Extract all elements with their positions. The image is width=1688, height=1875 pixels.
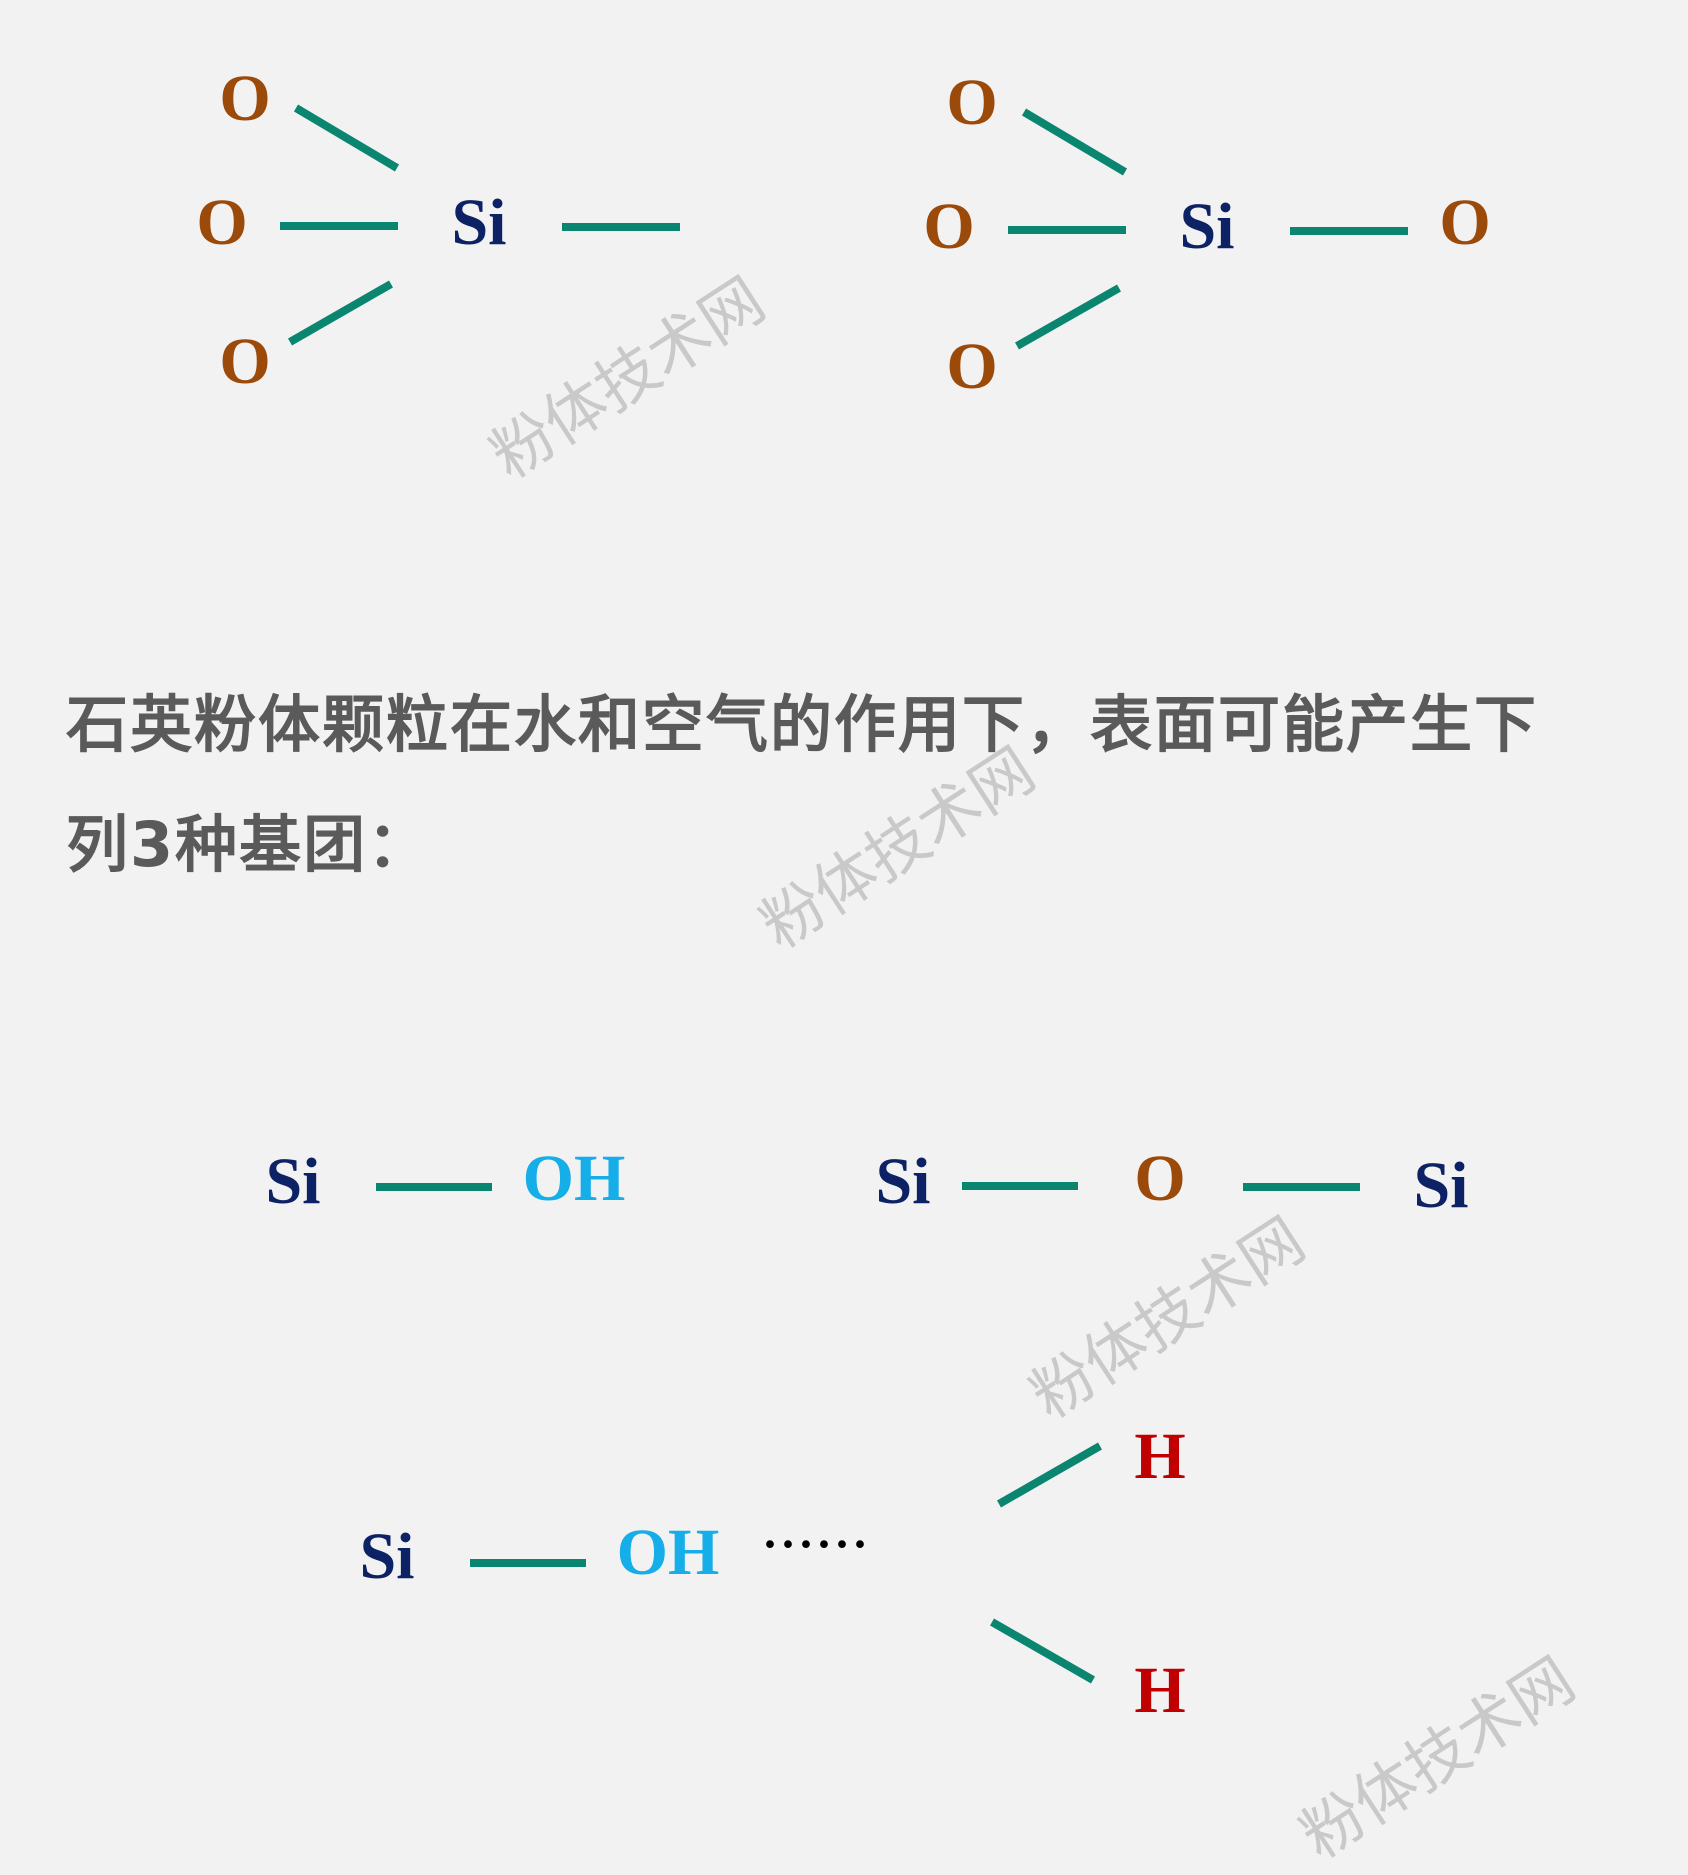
oxygen-atom: O [946,66,997,139]
oxygen-atom: O [219,62,270,135]
bond-line [997,1442,1102,1508]
oxygen-atom: O [1134,1142,1185,1215]
hydroxyl-group: OH [523,1142,626,1215]
group-hydrated: Si OH ······ H H [359,1420,1185,1727]
silicon-atom: Si [1179,190,1234,263]
silicon-atom: Si [265,1145,320,1218]
hydroxyl-group: OH [617,1516,720,1589]
bond-line [1021,108,1128,176]
group-silanol: Si OH [265,1142,625,1218]
bond-line [990,1618,1095,1684]
oxygen-atom: O [1439,186,1490,259]
structure-2: O O O Si O [923,66,1490,403]
caption-line-1: 石英粉体颗粒在水和空气的作用下，表面可能产生下 [66,688,1539,761]
silicon-atom: Si [875,1145,930,1218]
group-siloxane: Si O Si [875,1142,1468,1222]
oxygen-atom: O [923,190,974,263]
oxygen-atom: O [196,186,247,259]
caption-line-2: 列3种基团： [66,808,432,881]
silicon-atom: Si [1413,1149,1468,1222]
chemical-diagram: O O O Si O O O Si O Si OH Si O Si Si OH … [196,62,1490,1727]
bond-line [293,104,400,172]
hydrogen-bond-dots: ······ [762,1518,870,1571]
caption-text: 石英粉体颗粒在水和空气的作用下，表面可能产生下 列3种基团： [66,665,1646,905]
hydrogen-atom: H [1134,1654,1185,1727]
silicon-atom: Si [359,1520,414,1593]
oxygen-atom: O [219,325,270,398]
hydrogen-atom: H [1134,1420,1185,1493]
oxygen-atom: O [946,330,997,403]
silicon-atom: Si [451,186,506,259]
bond-line [1015,284,1121,350]
structure-1: O O O Si [196,62,680,398]
bond-line [288,280,393,346]
